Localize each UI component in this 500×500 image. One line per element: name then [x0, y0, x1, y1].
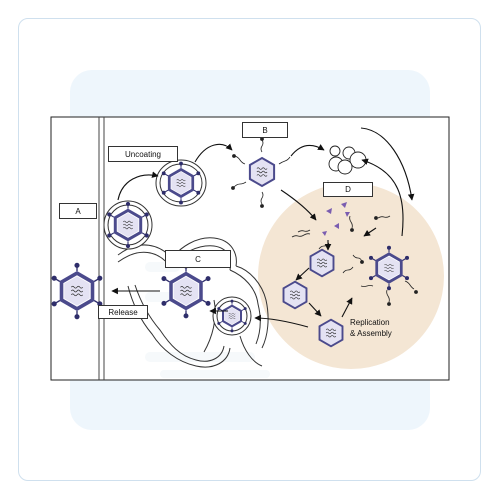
ribosome-icon	[328, 145, 367, 175]
label-a: A	[59, 203, 97, 219]
virus-icon	[320, 320, 343, 347]
replication-label-line2: & Assembly	[350, 329, 392, 338]
uncoating-label: Uncoating	[108, 146, 178, 162]
arrow-icon	[111, 127, 415, 328]
background-bands	[145, 262, 270, 378]
label-d: D	[323, 182, 373, 197]
capsid-protein-icon	[322, 202, 350, 236]
virus-icon	[311, 250, 334, 277]
label-c: C	[165, 250, 231, 268]
label-b: B	[242, 122, 288, 138]
virus-icon	[250, 158, 274, 186]
rna-strand-icon	[291, 215, 418, 306]
release-label: Release	[98, 305, 148, 319]
host-cytoplasm-region	[258, 183, 444, 369]
replication-label-line1: Replication	[350, 318, 390, 327]
virus-icon	[284, 282, 307, 309]
replication-label: Replication & Assembly	[350, 317, 392, 339]
rna-strand-icon	[231, 137, 291, 208]
